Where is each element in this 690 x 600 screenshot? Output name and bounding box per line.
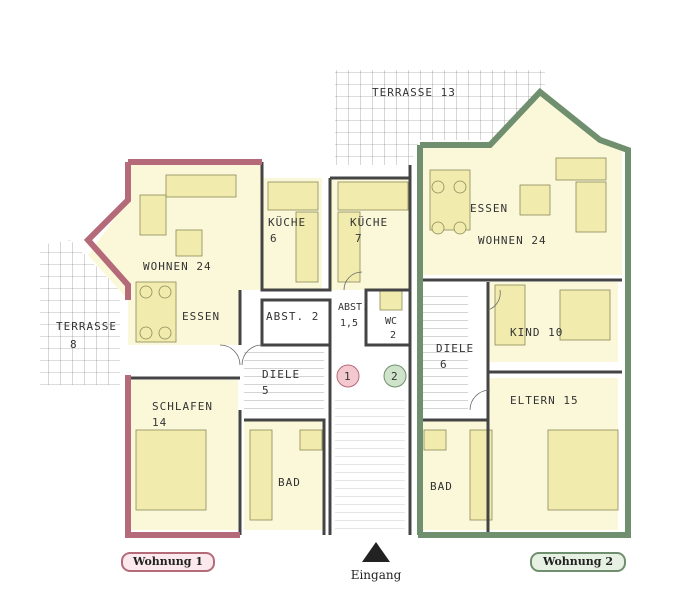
terrace-left: [40, 240, 120, 385]
label-wc-area: 2: [390, 330, 396, 341]
label-bath-1: BAD: [278, 476, 301, 489]
terrace-top: [335, 70, 545, 165]
label-living-1: WOHNEN 24: [143, 260, 212, 273]
unit-2-marker-label: 2: [391, 370, 399, 383]
unit-1-label: Wohnung 1: [121, 552, 215, 572]
entrance-label: Eingang: [350, 568, 402, 582]
furniture: [135, 157, 619, 521]
label-hall-2-area: 6: [440, 358, 448, 371]
label-child-2: KIND 10: [510, 326, 563, 339]
door-swings: [219, 271, 501, 411]
unit-2-label: Wohnung 2: [530, 552, 626, 572]
label-dining-2: ESSEN: [470, 202, 508, 215]
label-kitchen-1: KÜCHE: [268, 216, 306, 229]
interior-walls: [128, 162, 622, 535]
unit-1-marker-label: 1: [344, 370, 352, 383]
label-terrace-top: TERRASSE 13: [372, 86, 456, 99]
label-kitchen-1-area: 6: [270, 232, 278, 245]
label-hall-2: DIELE: [436, 342, 474, 355]
label-parents-2: ELTERN 15: [510, 394, 579, 407]
label-wc: WC: [385, 316, 397, 327]
label-terrace-left: TERRASSE: [56, 320, 117, 333]
staircase: [244, 292, 468, 535]
label-bedroom-1: SCHLAFEN: [152, 400, 213, 413]
label-hall-1: DIELE: [262, 368, 300, 381]
entrance-arrow-icon: [362, 542, 390, 562]
label-bath-2: BAD: [430, 480, 453, 493]
label-storage-2-area: 1,5: [340, 318, 358, 329]
label-storage-2: ABST.: [338, 302, 368, 313]
unit-1-marker: [336, 364, 360, 388]
label-bedroom-1-area: 14: [152, 416, 167, 429]
label-kitchen-2: KÜCHE: [350, 216, 388, 229]
unit-1-outer-wall: [83, 159, 262, 538]
label-kitchen-2-area: 7: [355, 232, 363, 245]
unit-2-outer-wall: [417, 87, 631, 538]
label-hall-1-area: 5: [262, 384, 270, 397]
label-dining-1: ESSEN: [182, 310, 220, 323]
label-living-2: WOHNEN 24: [478, 234, 547, 247]
unit-2-marker: [383, 364, 407, 388]
label-storage-1: ABST. 2: [266, 310, 319, 323]
label-terrace-left-area: 8: [70, 338, 78, 351]
